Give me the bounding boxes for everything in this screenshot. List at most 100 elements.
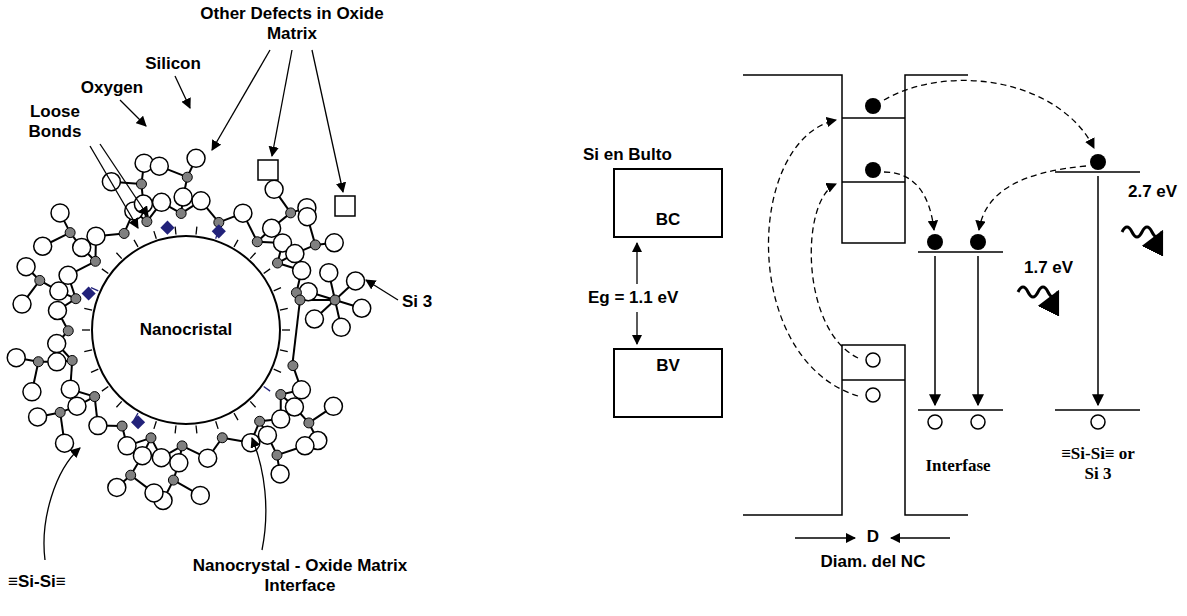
oxygen-atom xyxy=(152,449,170,467)
oxygen-atom xyxy=(286,245,304,263)
silicon-atom xyxy=(177,441,187,451)
defect-diamond xyxy=(212,224,226,238)
transition-arrows xyxy=(768,80,1094,396)
oxygen-atom xyxy=(73,239,91,257)
oxygen-atom xyxy=(59,266,77,284)
oxygen-atom xyxy=(271,465,289,483)
text-label: Eg = 1.1 eV xyxy=(588,288,678,308)
dangling-bond xyxy=(195,425,197,433)
bond-line xyxy=(292,300,300,365)
band-box: BC xyxy=(613,168,723,238)
silicon-atom xyxy=(142,217,152,227)
oxygen-atom xyxy=(285,398,303,416)
dangling-bond xyxy=(102,386,108,391)
text-label: Diam. del NC xyxy=(821,552,926,572)
silicon-atom xyxy=(65,228,75,238)
dangling-bond xyxy=(154,231,156,239)
oxygen-atom xyxy=(23,383,41,401)
dangling-bond xyxy=(116,253,121,259)
dangling-bond xyxy=(134,240,138,247)
silicon-atom xyxy=(295,295,305,305)
oxygen-atom xyxy=(263,219,281,237)
silicon-atom xyxy=(126,470,136,480)
dangling-bond xyxy=(102,269,108,274)
silicon-atom xyxy=(330,295,340,305)
dangling-bond xyxy=(250,401,255,407)
oxygen-atom xyxy=(293,262,311,280)
carriers xyxy=(927,154,1106,429)
defect-square xyxy=(335,196,355,216)
oxygen-atom xyxy=(298,208,316,226)
oxygen-atom xyxy=(13,295,31,313)
oxygen-atom xyxy=(150,157,168,175)
oxygen-atom xyxy=(29,408,47,426)
defect-diamond xyxy=(131,415,145,429)
silicon-atom xyxy=(273,258,283,268)
oxygen-atom xyxy=(51,204,69,222)
silicon-atom xyxy=(255,416,265,426)
text-label: 1.7 eV xyxy=(1024,258,1073,278)
silicon-atom xyxy=(71,294,81,304)
dangling-bond xyxy=(174,425,176,433)
silicon-atom xyxy=(310,240,320,250)
dangling-bond xyxy=(264,269,270,274)
silicon-atom xyxy=(286,208,296,218)
oxygen-atom xyxy=(296,437,314,455)
oxide-network xyxy=(7,149,371,509)
oxygen-atom xyxy=(48,353,66,371)
silicon-atom xyxy=(90,256,100,266)
dangling-bond xyxy=(250,253,255,259)
silicon-atom xyxy=(33,357,43,367)
oxygen-atom xyxy=(324,397,342,415)
text-label: Silicon xyxy=(145,54,201,74)
silicon-atom xyxy=(117,421,127,431)
oxygen-atom xyxy=(242,434,260,452)
oxygen-atom xyxy=(134,195,152,213)
nanocrystal-circle: Nanocristal xyxy=(91,235,281,425)
dangling-bond xyxy=(280,350,288,352)
oxygen-atom xyxy=(50,282,68,300)
oxygen-atom xyxy=(170,454,188,472)
oxygen-atom xyxy=(258,426,276,444)
text-label: Si 3 xyxy=(402,292,432,312)
node-text: BV xyxy=(656,356,680,376)
silicon-atom xyxy=(276,390,286,400)
silicon-atom xyxy=(217,433,227,443)
dangling-bond xyxy=(154,421,156,429)
oxygen-atom xyxy=(133,447,151,465)
silicon-atom xyxy=(90,392,100,402)
oxygen-atom xyxy=(325,234,343,252)
photon-symbol xyxy=(1018,227,1162,297)
silicon-atom xyxy=(252,237,262,247)
dangling-bond xyxy=(91,369,98,372)
oxygen-atom xyxy=(191,486,209,504)
oxygen-atom xyxy=(234,204,252,222)
oxygen-atom xyxy=(305,310,323,328)
defect-diamond xyxy=(160,221,174,235)
silicon-atom xyxy=(63,326,73,336)
silicon-atom xyxy=(35,275,45,285)
oxygen-atom xyxy=(56,434,74,452)
node-text: Nanocristal xyxy=(140,320,233,340)
defect-square xyxy=(258,160,278,180)
text-label: D xyxy=(867,527,879,547)
oxygen-atom xyxy=(320,264,338,282)
text-label: Interfase xyxy=(925,456,990,476)
silicon-atom xyxy=(168,475,178,485)
dangling-bond xyxy=(274,369,281,372)
oxygen-atom xyxy=(187,149,205,167)
oxygen-atom xyxy=(332,318,350,336)
oxygen-atom xyxy=(48,335,66,353)
text-label: ≡Si-Si≡ or Si 3 xyxy=(1059,444,1137,485)
oxygen-atom xyxy=(265,180,283,198)
silicon-atom xyxy=(176,208,186,218)
silicon-atom xyxy=(119,228,129,238)
dangling-bond xyxy=(216,421,218,429)
oxygen-atom xyxy=(89,417,107,435)
dangling-bond xyxy=(82,329,90,330)
oxygen-atom xyxy=(353,299,371,317)
oxygen-atom xyxy=(17,258,35,276)
text-label: Oxygen xyxy=(81,78,143,98)
text-label: Si en Bulto xyxy=(583,145,672,165)
oxygen-atom xyxy=(61,380,79,398)
